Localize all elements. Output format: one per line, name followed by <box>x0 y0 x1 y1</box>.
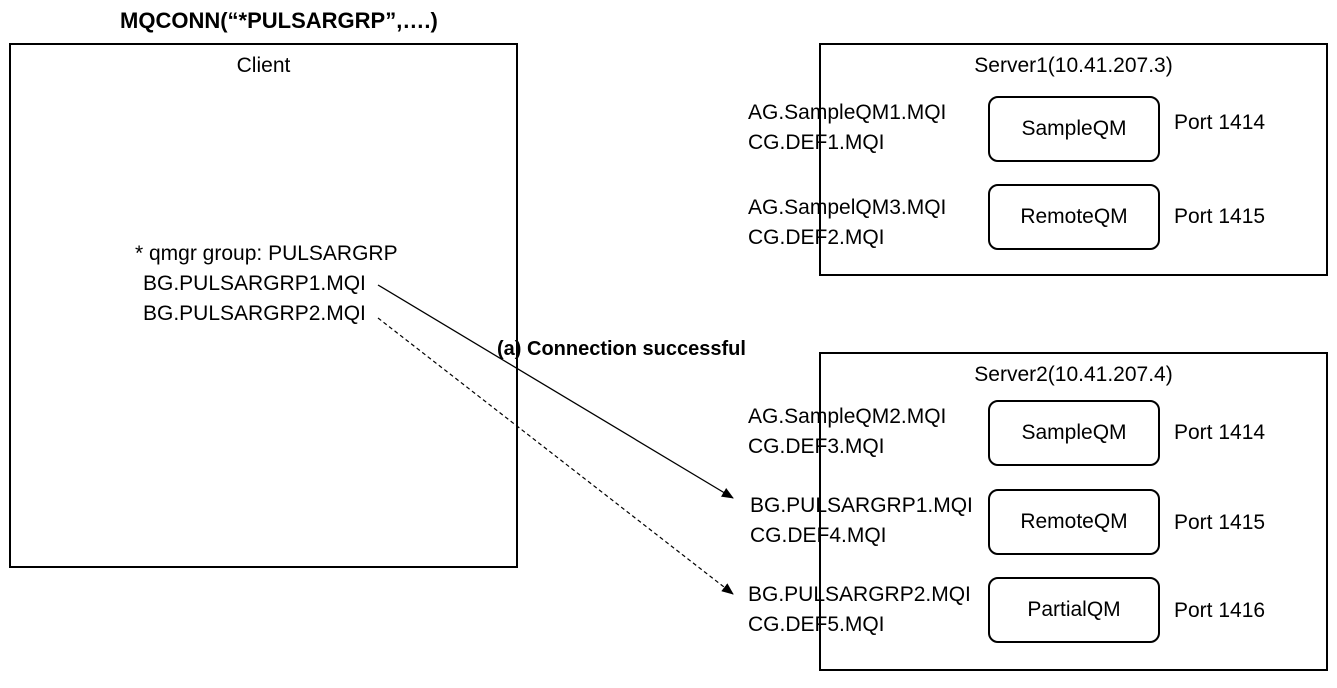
server1-samplegm: SampleQM <box>988 96 1160 162</box>
server2-box <box>819 352 1328 671</box>
qm-label: RemoteQM <box>1020 510 1128 533</box>
server1-row1-channel2: CG.DEF1.MQI <box>748 131 885 154</box>
qm-label: SampleQM <box>1021 421 1127 444</box>
server1-row2-channel: AG.SampelQM3.MQI <box>748 196 947 219</box>
server2-label: Server2(10.41.207.4) <box>974 363 1173 386</box>
server2-row2-port: Port 1415 <box>1174 511 1266 534</box>
server1-row1-port: Port 1414 <box>1174 111 1266 134</box>
client-label: Client <box>236 54 291 77</box>
server2-row3-port: Port 1416 <box>1174 599 1266 622</box>
server2-sampleqm: SampleQM <box>988 400 1160 466</box>
server2-remoteqm: RemoteQM <box>988 489 1160 555</box>
server1-row2-port: Port 1415 <box>1174 205 1266 228</box>
qm-label: SampleQM <box>1021 117 1127 140</box>
server2-row3-channel2: CG.DEF5.MQI <box>748 613 885 636</box>
server1-row1-channel: AG.SampleQM1.MQI <box>748 101 947 124</box>
client-qmgr-group: * qmgr group: PULSARGRP <box>135 242 398 265</box>
server2-row1-channel: AG.SampleQM2.MQI <box>748 405 947 428</box>
server2-row2-channel2: CG.DEF4.MQI <box>750 524 887 547</box>
qm-label: RemoteQM <box>1020 205 1128 228</box>
diagram-title: MQCONN(“*PULSARGRP”,….) <box>120 8 438 33</box>
server1-row2-channel2: CG.DEF2.MQI <box>748 226 885 249</box>
qm-label: PartialQM <box>1027 598 1121 621</box>
server1-remoteqm: RemoteQM <box>988 184 1160 250</box>
server2-row2-channel: BG.PULSARGRP1.MQI <box>750 494 973 517</box>
server2-partialqm: PartialQM <box>988 577 1160 643</box>
arrow-successful-connection <box>377 284 734 499</box>
client-channel-2: BG.PULSARGRP2.MQI <box>143 302 366 325</box>
client-box <box>9 43 518 568</box>
client-channel-1: BG.PULSARGRP1.MQI <box>143 272 366 295</box>
server1-box <box>819 43 1328 276</box>
arrow-dashed-connection <box>377 317 734 595</box>
server2-row1-port: Port 1414 <box>1174 421 1266 444</box>
connection-annotation: (a) Connection successful <box>497 338 746 360</box>
server2-row3-channel: BG.PULSARGRP2.MQI <box>748 583 971 606</box>
server1-label: Server1(10.41.207.3) <box>974 54 1173 77</box>
server2-row1-channel2: CG.DEF3.MQI <box>748 435 885 458</box>
